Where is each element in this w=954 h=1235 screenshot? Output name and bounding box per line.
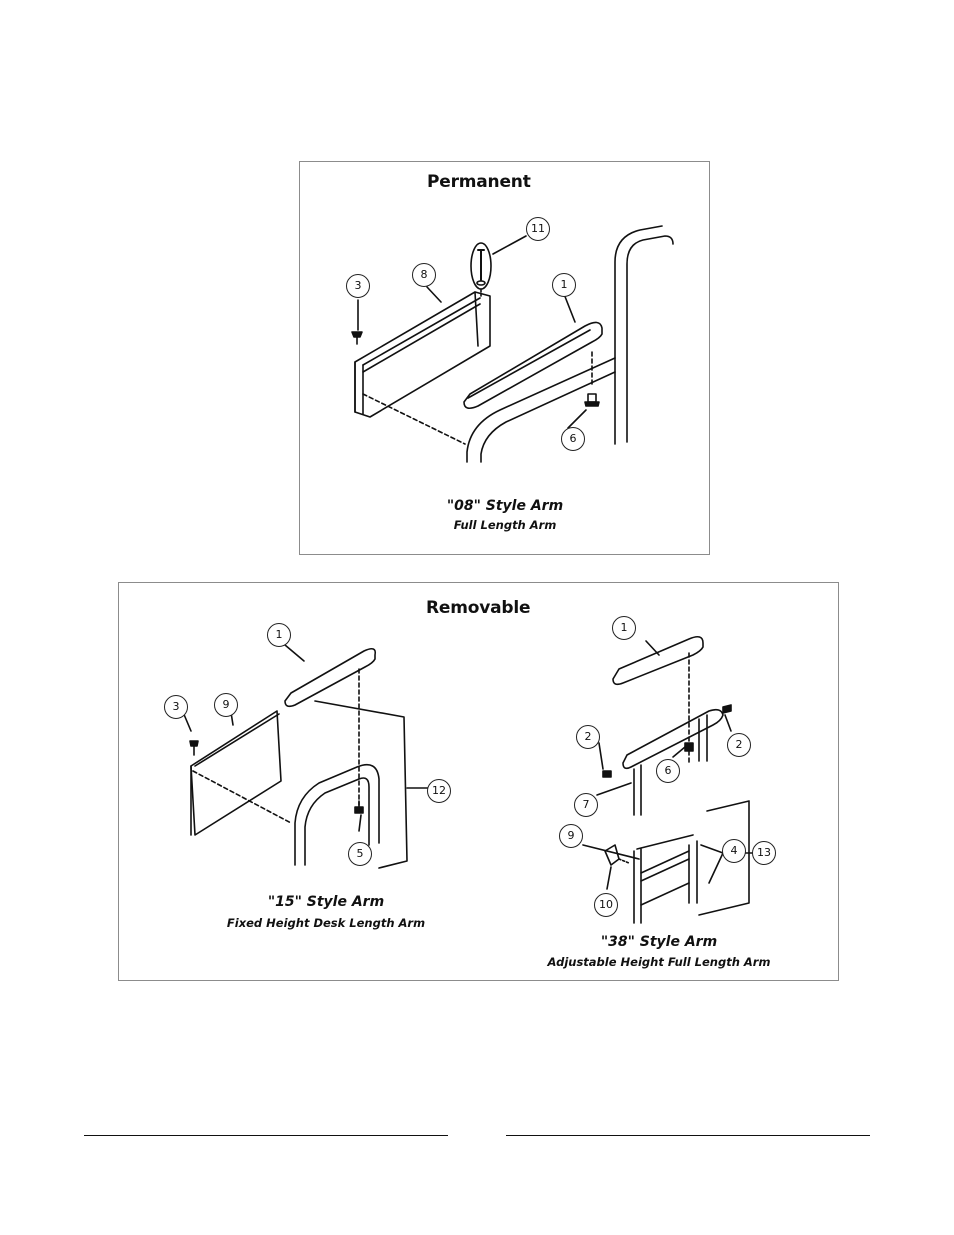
callout-1-arm38: 1: [612, 616, 636, 640]
footer-rule-right: [506, 1135, 870, 1136]
callout-11: 11: [526, 217, 550, 241]
callout-12-arm15: 12: [427, 779, 451, 803]
arm-08-caption: "08" Style Arm: [446, 498, 564, 514]
callout-3-arm15: 3: [164, 695, 188, 719]
callout-2-left-arm38: 2: [576, 725, 600, 749]
arm-08-subcaption: Full Length Arm: [453, 518, 557, 532]
callout-6: 6: [561, 427, 585, 451]
callout-4-arm38: 4: [722, 839, 746, 863]
arm-38-subcaption: Adjustable Height Full Length Arm: [547, 955, 771, 969]
permanent-title: Permanent: [427, 172, 531, 192]
callout-9-arm38: 9: [559, 824, 583, 848]
arm-38-caption: "38" Style Arm: [600, 934, 718, 950]
arm-15-caption: "15" Style Arm: [267, 894, 385, 910]
callout-10-arm38: 10: [594, 893, 618, 917]
removable-arm-illustration: [179, 635, 754, 924]
arm-15-subcaption: Fixed Height Desk Length Arm: [226, 916, 426, 930]
callout-1-arm15: 1: [267, 623, 291, 647]
removable-title: Removable: [426, 598, 531, 618]
permanent-arm-illustration: [351, 225, 674, 463]
permanent-arm-panel: Permanent 11 3 8 1 6 "08" Style Arm Full…: [299, 161, 710, 555]
footer-rule-left: [84, 1135, 448, 1136]
callout-8: 8: [412, 263, 436, 287]
callout-9-arm15: 9: [214, 693, 238, 717]
callout-6-arm38: 6: [656, 759, 680, 783]
callout-13-arm38: 13: [752, 841, 776, 865]
callout-7-arm38: 7: [574, 793, 598, 817]
removable-arm-panel: Removable 1 3 9 12 5 1 2 2 6 7 9 4 13 10…: [118, 582, 839, 981]
callout-2-right-arm38: 2: [727, 733, 751, 757]
callout-1: 1: [552, 273, 576, 297]
callout-3: 3: [346, 274, 370, 298]
callout-5-arm15: 5: [348, 842, 372, 866]
